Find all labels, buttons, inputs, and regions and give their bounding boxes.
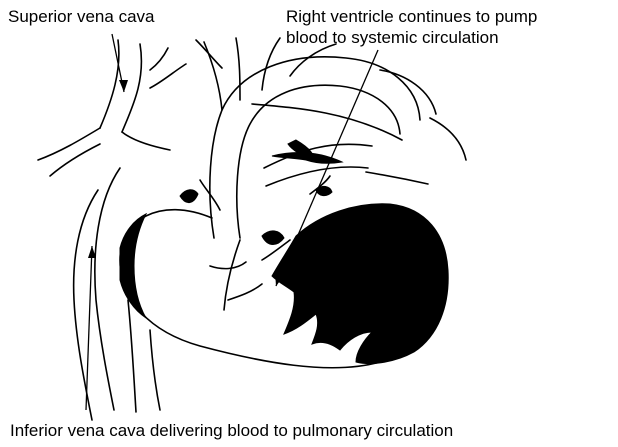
svc-arrowhead <box>119 80 128 92</box>
superior-vena-cava-label: Superior vena cava <box>8 6 154 27</box>
right-ventricle-label-line-2: blood to systemic circulation <box>286 27 537 48</box>
heart-filled-regions <box>120 140 448 364</box>
right-ventricle-label-line-1: Right ventricle continues to pump <box>286 6 537 27</box>
right-ventricle-label: Right ventricle continues to pump blood … <box>286 6 537 48</box>
superior-vena-cava-vessel <box>38 40 186 176</box>
inferior-vena-cava-label: Inferior vena cava delivering blood to p… <box>10 420 453 441</box>
ivc-pointer-line <box>86 246 92 410</box>
pointer-arrowheads <box>88 80 284 286</box>
